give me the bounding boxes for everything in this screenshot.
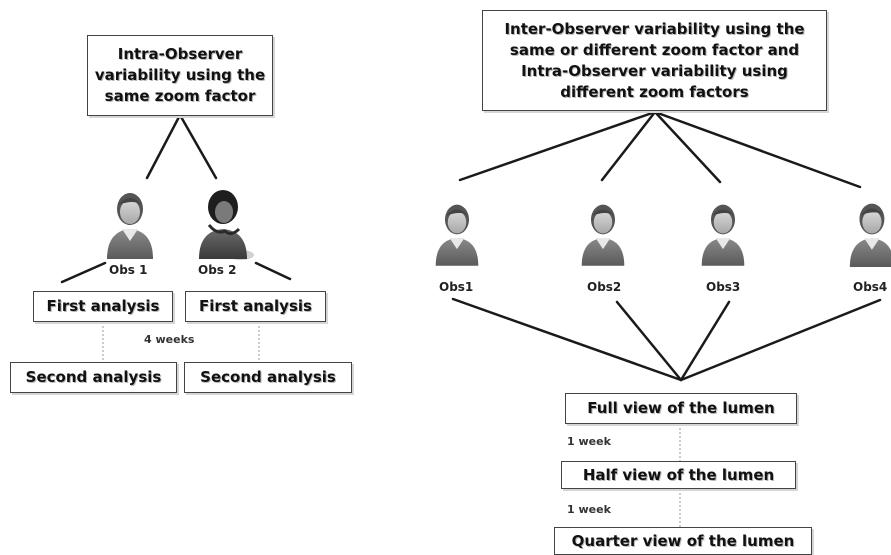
connector-line [145,113,182,180]
second-analysis-text: Second analysis [200,368,336,386]
observer-label: Obs3 [706,280,741,294]
person-icon [701,204,745,266]
person-icon [581,204,625,266]
full-view-text: Full view of the lumen [587,399,775,417]
person-dark-hair-icon [199,190,254,260]
connector-line [451,297,683,382]
interval-label: 1 week [567,435,611,448]
interval-label: 1 week [567,503,611,516]
connector-line [653,110,862,189]
interval-label: 4 weeks [144,333,195,346]
connector-line [679,300,731,382]
intra-observer-text: Intra-Observer variability using the sam… [94,45,266,105]
inter-observer-text: Inter-Observer variability using the sam… [504,19,805,101]
intra-observer-box: Intra-Observer variability using the sam… [87,35,273,116]
first-analysis-box: First analysis [33,291,173,322]
connector-line [653,110,722,184]
connector-line [458,110,657,182]
connector-line [254,261,292,281]
observer-label: Obs 2 [198,263,237,277]
quarter-view-text: Quarter view of the lumen [571,531,795,550]
first-analysis-box: First analysis [185,291,326,322]
connector-line [615,300,683,382]
half-view-text: Half view of the lumen [582,465,775,484]
first-analysis-text: First analysis [199,297,312,315]
connector-line [679,298,882,382]
connector-line [178,113,218,180]
person-icon [435,204,479,266]
observer-label: Obs2 [587,280,622,294]
full-view-box: Full view of the lumen [565,393,797,424]
second-analysis-box: Second analysis [10,362,177,393]
person-icon [107,193,153,259]
observer-label: Obs1 [439,280,474,294]
quarter-view-box: Quarter view of the lumen [554,527,812,555]
inter-observer-box: Inter-Observer variability using the sam… [482,10,827,111]
second-analysis-text: Second analysis [25,368,162,386]
first-analysis-text: First analysis [46,297,160,315]
half-view-box: Half view of the lumen [561,461,796,489]
observer-label: Obs 1 [109,263,148,277]
connector-line [600,110,657,182]
connector-line [60,261,107,284]
observer-label: Obs4 [853,280,888,294]
person-icon [849,203,891,268]
second-analysis-box: Second analysis [184,362,352,393]
